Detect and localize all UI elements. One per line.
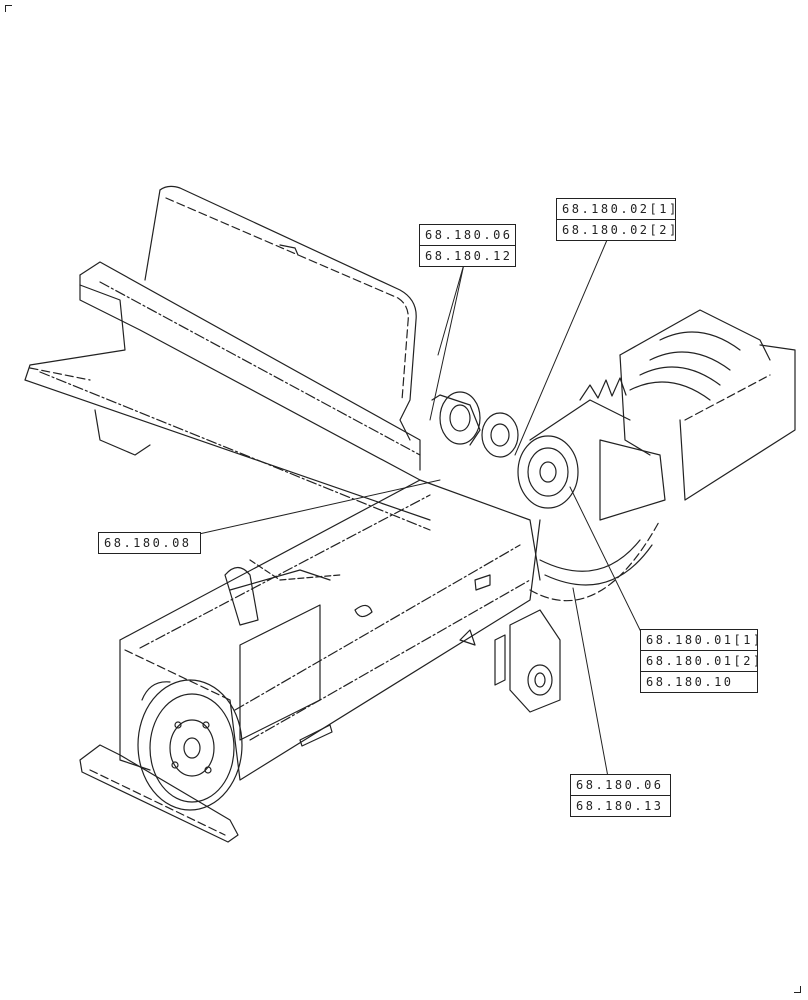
feed-deck xyxy=(24,261,431,531)
callout-box-top-left: 68.180.06 68.180.12 xyxy=(419,224,516,267)
base-skid xyxy=(79,744,239,843)
needle-yoke xyxy=(529,519,661,602)
part-ref-link[interactable]: 68.180.06 xyxy=(425,228,513,242)
callout-box-mid-left: 68.180.08 xyxy=(98,532,201,554)
part-ref-link[interactable]: 68.180.08 xyxy=(104,536,192,550)
callout-box-bottom-right: 68.180.06 68.180.13 xyxy=(570,774,671,817)
drawbar-bracket xyxy=(494,609,561,713)
part-ref-link[interactable]: 68.180.13 xyxy=(571,795,670,816)
part-ref-link[interactable]: 68.180.01[2] xyxy=(641,650,760,671)
leader-lines xyxy=(198,239,643,778)
part-ref-link[interactable]: 68.180.02[1] xyxy=(562,202,679,216)
drive-pulleys xyxy=(431,391,631,509)
part-ref-link[interactable]: 68.180.01[1] xyxy=(646,633,763,647)
part-ref-link[interactable]: 68.180.06 xyxy=(576,778,664,792)
flywheel xyxy=(137,679,243,811)
callout-box-mid-right: 68.180.01[1] 68.180.01[2] 68.180.10 xyxy=(640,629,763,693)
main-chamber xyxy=(119,479,541,781)
part-ref-link[interactable]: 68.180.02[2] xyxy=(557,219,676,240)
part-ref-link[interactable]: 68.180.12 xyxy=(420,245,515,266)
callout-box-top-right: 68.180.02[1] 68.180.02[2] xyxy=(556,198,676,241)
crop-mark-bottom-right xyxy=(794,986,801,993)
crop-mark-top-left xyxy=(5,5,12,12)
crank-arm xyxy=(224,559,341,626)
part-ref-link[interactable]: 68.180.10 xyxy=(641,671,757,692)
pickup-plate xyxy=(144,185,417,441)
knotter-assembly xyxy=(579,309,796,521)
